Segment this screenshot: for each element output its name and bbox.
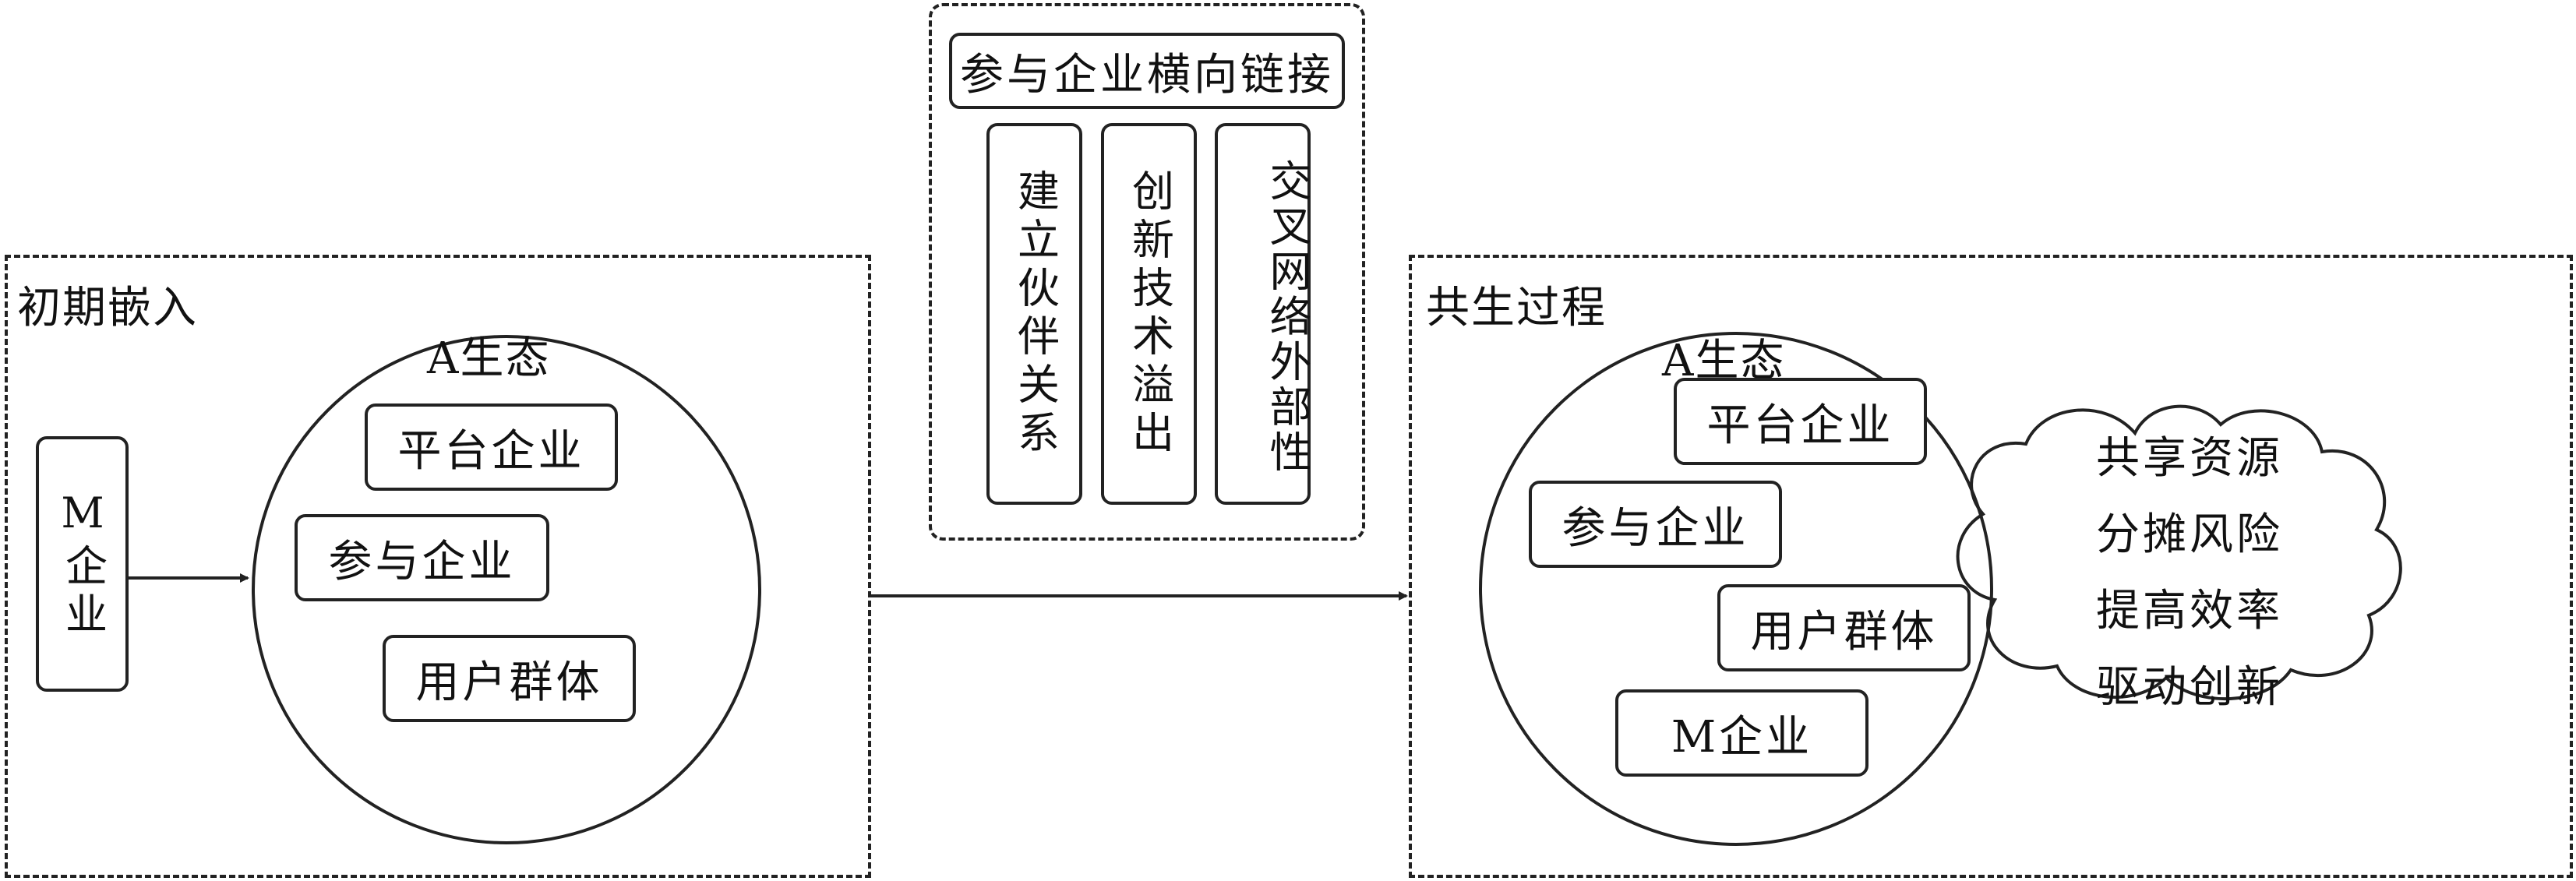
symbiosis-process-title: 共生过程 [1426,283,1607,333]
m-company-box-right: M企业 [1615,689,1868,777]
tech-spillover-label: 创新技术溢出 [1124,169,1174,459]
network-externality-column: 交叉网络外部性 [1215,123,1311,505]
partnership-label: 建立伙伴关系 [1010,169,1060,459]
ecosystem-a-circle-left [252,335,761,844]
participant-company-label-left: 参与企业 [328,536,516,587]
m-company-box: M企业 [36,436,129,692]
symbiosis-process-panel [1409,255,2573,878]
horizontal-linkage-panel [929,3,1365,541]
m-company-label-right: M企业 [1671,711,1813,763]
horizontal-linkage-header: 参与企业横向链接 [949,33,1345,109]
platform-company-box-right: 平台企业 [1674,378,1927,465]
ecosystem-a-circle-right [1479,332,1993,846]
platform-company-box-left: 平台企业 [365,403,618,491]
cloud-line-share-resources: 共享资源 [2096,433,2283,484]
platform-company-label-right: 平台企业 [1706,400,1894,451]
partnership-column: 建立伙伴关系 [986,123,1082,505]
cloud-line-improve-efficiency: 提高效率 [2096,586,2283,636]
user-group-box-right: 用户群体 [1717,584,1971,671]
participant-company-box-left: 参与企业 [295,514,549,601]
initial-embedding-panel [5,255,871,878]
platform-company-label-left: 平台企业 [397,425,585,477]
initial-embedding-title: 初期嵌入 [17,283,198,333]
network-externality-label: 交叉网络外部性 [1262,159,1311,475]
m-company-label: M企业 [58,488,108,640]
tech-spillover-column: 创新技术溢出 [1101,123,1197,505]
user-group-box-left: 用户群体 [383,635,636,722]
participant-company-box-right: 参与企业 [1529,481,1782,568]
ecosystem-a-label-left: A生态 [427,333,551,384]
user-group-label-right: 用户群体 [1750,606,1938,657]
horizontal-linkage-header-label: 参与企业横向链接 [960,49,1334,100]
cloud-benefits: 共享资源 分摊风险 提高效率 驱动创新 [2057,421,2322,726]
cloud-line-drive-innovation: 驱动创新 [2096,662,2283,713]
participant-company-label-right: 参与企业 [1561,502,1749,554]
user-group-label-left: 用户群体 [415,657,603,708]
cloud-line-share-risk: 分摊风险 [2096,509,2283,560]
